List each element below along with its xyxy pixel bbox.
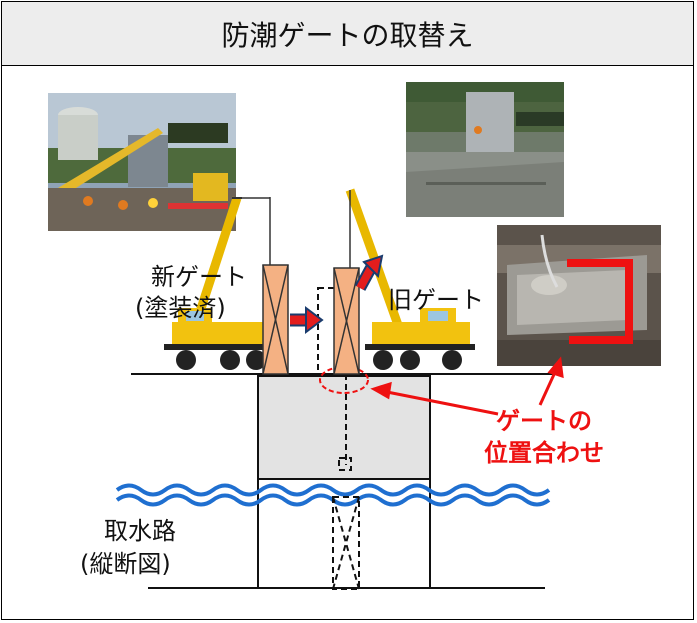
- concrete-block: [257, 375, 431, 480]
- new-gate-label-line2: (塗装済): [135, 294, 226, 322]
- new-gate-label-line1: 新ゲート: [151, 263, 247, 291]
- old-gate-label: 旧ゲート: [388, 286, 484, 314]
- page-title: 防潮ゲートの取替え: [2, 2, 693, 66]
- old-gate: [333, 267, 360, 375]
- photo-gate-slot-closeup: [497, 225, 661, 366]
- photo-new-gate-lifting: [48, 93, 236, 231]
- arrow-up-right-icon: [354, 254, 384, 291]
- crane-icon: [345, 188, 475, 370]
- photo-old-gate-removal: [406, 82, 564, 217]
- intake-channel-label-line2: (縦断図): [80, 550, 171, 578]
- new-gate: [262, 264, 289, 375]
- callout-arrow: [370, 356, 564, 416]
- alignment-label-line2: 位置合わせ: [484, 439, 604, 467]
- alignment-label-line1: ゲートの: [496, 407, 592, 435]
- intake-channel-label-line1: 取水路: [104, 517, 176, 545]
- arrow-right-icon: [290, 306, 324, 334]
- crane-icon: [164, 196, 274, 370]
